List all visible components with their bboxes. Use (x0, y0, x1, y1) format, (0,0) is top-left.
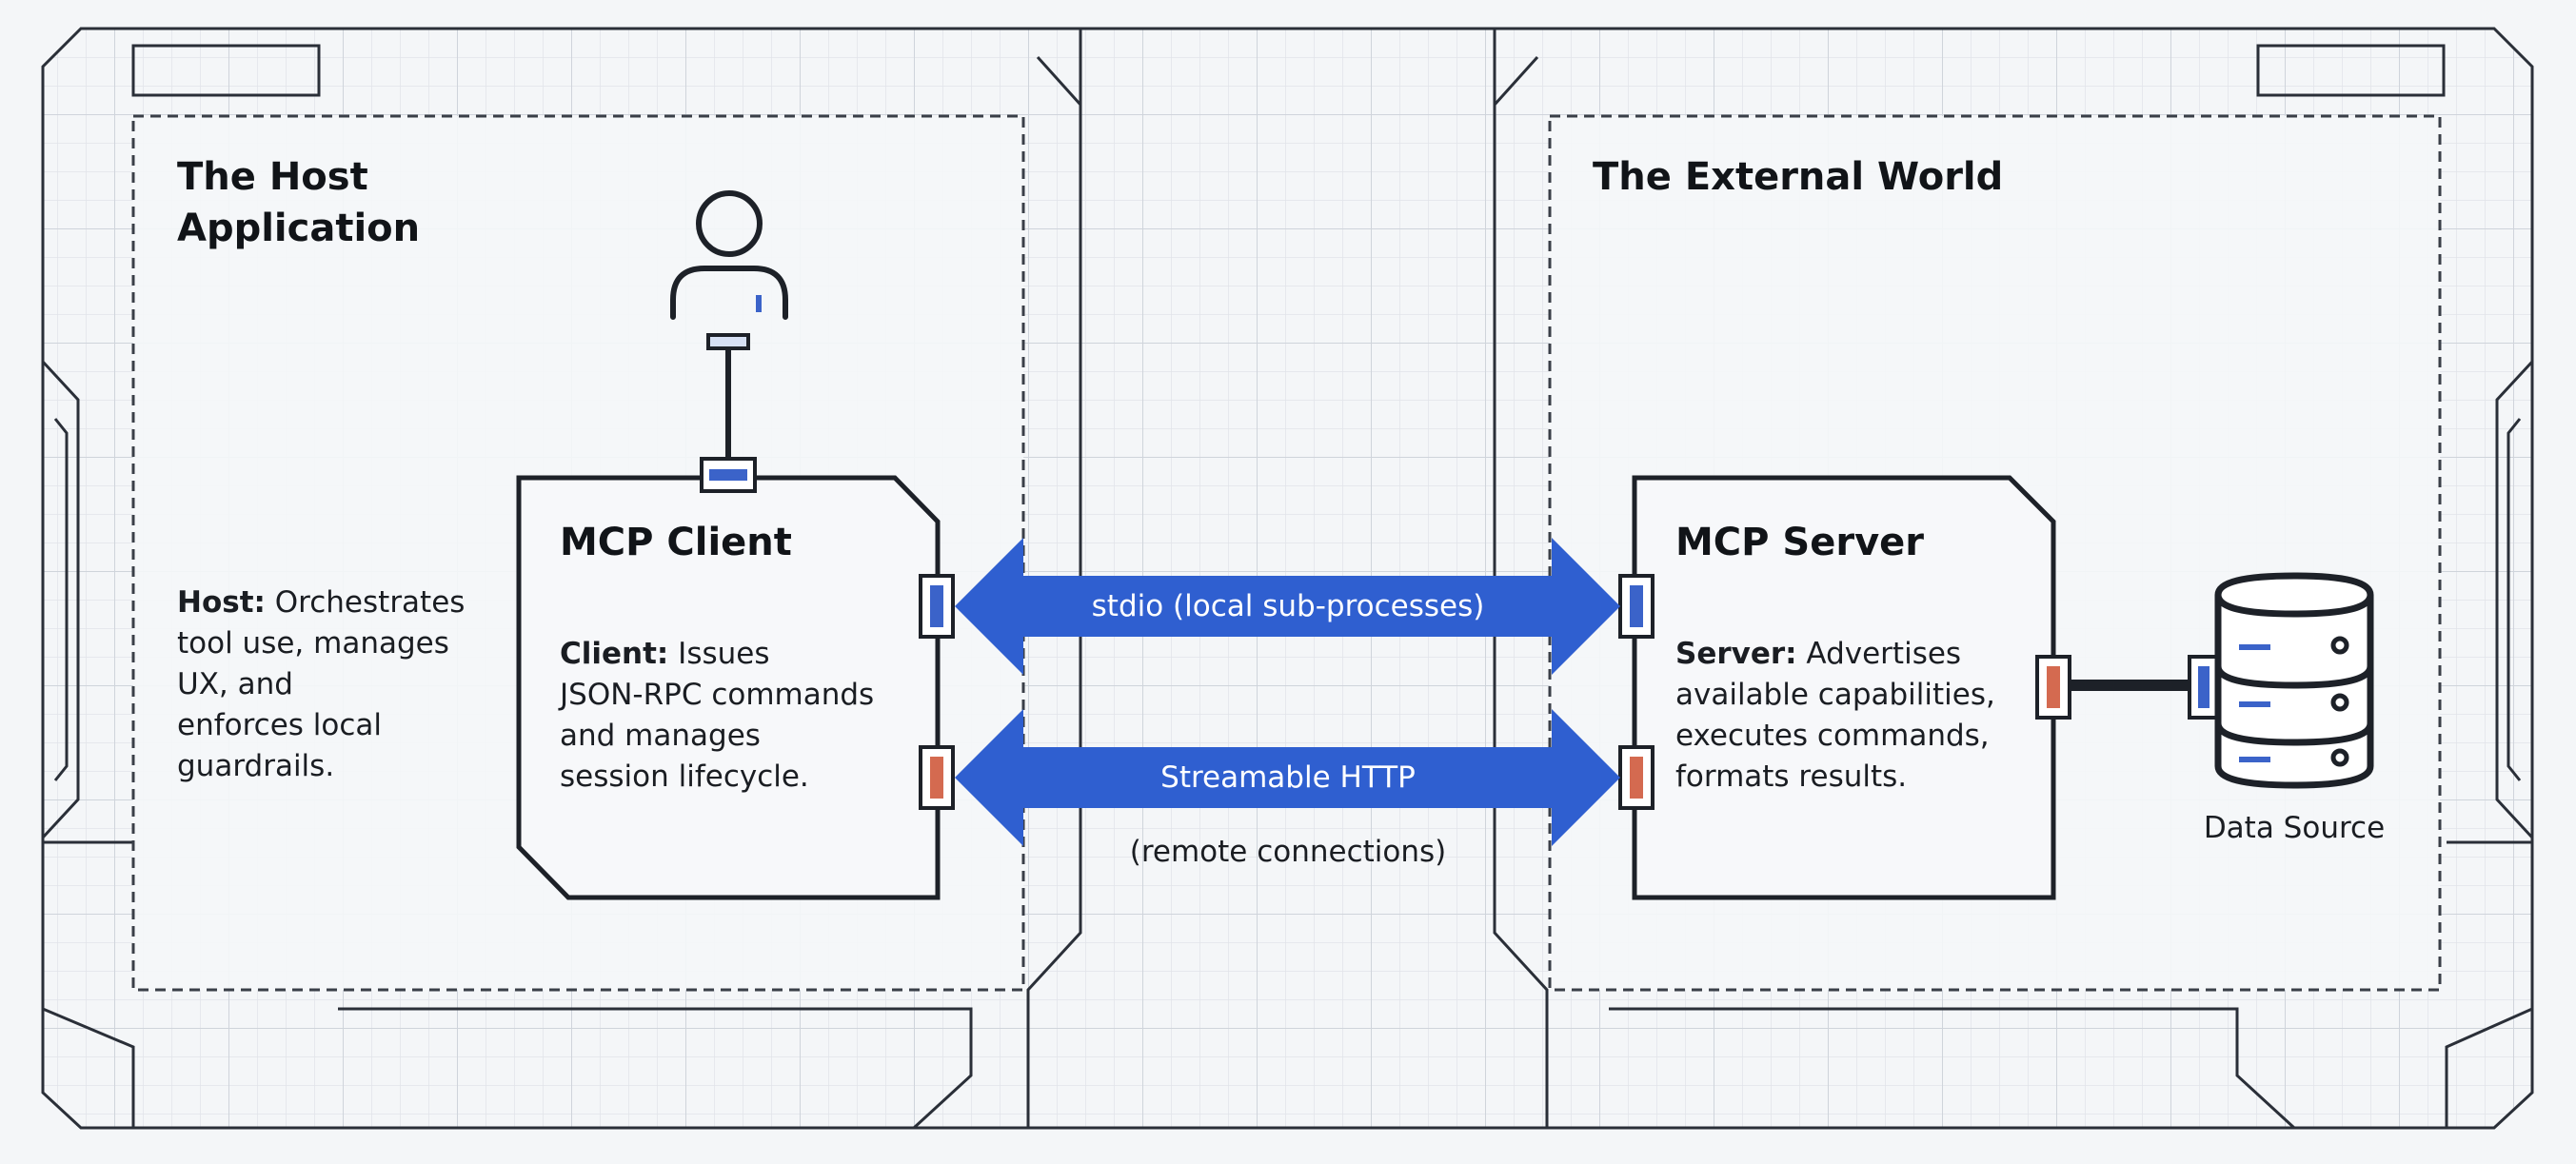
server-description-line2: available capabilities, (1675, 678, 1995, 712)
user-icon-accent (756, 295, 762, 312)
frame-decorations (41, 29, 2534, 1130)
external-title: The External World (1593, 155, 2004, 199)
http-arrow-label: Streamable HTTP (1160, 760, 1416, 795)
datasource-label: Data Source (2203, 811, 2386, 845)
client-title: MCP Client (560, 521, 792, 564)
server-description-line4: formats results. (1675, 760, 1908, 794)
stdio-arrow (955, 538, 1620, 675)
database-icon (2214, 572, 2374, 789)
server-port-http (1618, 745, 1655, 810)
client-port-stdio (919, 574, 955, 639)
user-client-connector (700, 333, 757, 493)
client-description-line4: session lifecycle. (560, 760, 809, 794)
host-description-text1: Orchestrates (274, 585, 466, 620)
host-description-line1: Host: Orchestrates (177, 582, 465, 623)
host-title-line2: Application (177, 207, 421, 250)
http-arrow (955, 709, 1620, 846)
server-port-stdio (1618, 574, 1655, 639)
host-description-line2: tool use, manages (177, 626, 449, 661)
client-description-line3: and manages (560, 719, 761, 753)
server-description-line1: Server: Advertises (1675, 634, 1961, 675)
http-arrow-note: (remote connections) (1129, 835, 1447, 869)
client-description-line1: Client: Issues (560, 634, 770, 675)
user-icon (670, 190, 788, 320)
client-description-text1: Issues (678, 637, 770, 671)
host-title-line1: The Host (177, 155, 368, 199)
mcp-client-box (516, 475, 941, 900)
server-description-text1: Advertises (1806, 637, 1962, 671)
server-datasource-connector (2035, 655, 2220, 720)
host-description-label: Host: (177, 585, 266, 620)
host-description-line3: UX, and (177, 667, 293, 701)
host-description-line5: guardrails. (177, 749, 335, 783)
client-port-http (919, 745, 955, 810)
stdio-arrow-label: stdio (local sub-processes) (1091, 589, 1485, 623)
client-description-line2: JSON-RPC commands (560, 678, 875, 712)
host-description-line4: enforces local (177, 708, 383, 742)
server-description-label: Server: (1675, 637, 1797, 671)
server-title: MCP Server (1675, 521, 1924, 564)
client-description-label: Client: (560, 637, 669, 671)
server-description-line3: executes commands, (1675, 719, 1990, 753)
